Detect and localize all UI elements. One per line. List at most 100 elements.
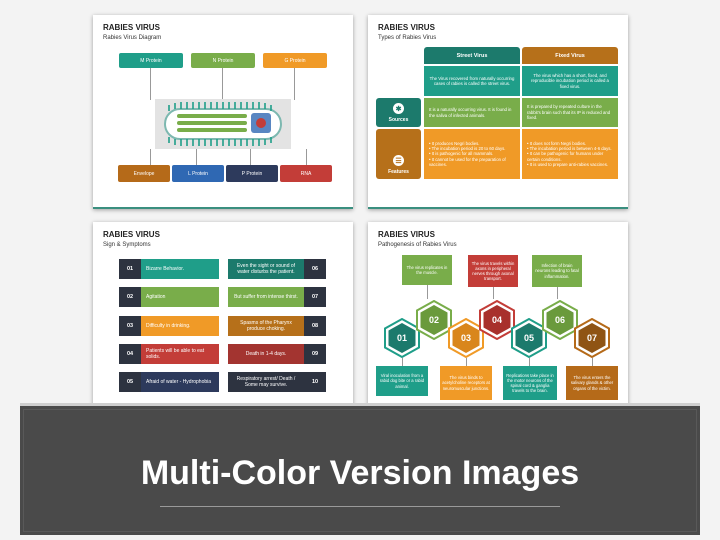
street-features-cell: It produces Negri bodies. The incubation…	[424, 129, 520, 179]
step-05-text: Replications take place in the motor neu…	[503, 366, 557, 400]
symptom-text: But suffer from intense thirst.	[228, 287, 304, 307]
slide-pathogenesis[interactable]: RABIES VIRUS Pathogenesis of Rabies Viru…	[368, 222, 628, 416]
slide-subtitle: Types of Rabies Virus	[378, 35, 437, 41]
symptom-text: Afraid of water - Hydrophobia	[141, 372, 219, 392]
sources-label-text: Sources	[388, 117, 409, 123]
step-02-hexagon: 02	[414, 300, 454, 340]
connector	[222, 68, 223, 100]
fixed-virus-definition: The virus which has a short, fixed, and …	[522, 66, 618, 96]
symptom-number: 07	[304, 287, 326, 307]
fixed-feature-item: It can be pathogenic for humans under ce…	[527, 151, 613, 162]
street-feature-item: It produces Negri bodies.	[429, 141, 515, 146]
slide-rabies-diagram[interactable]: RABIES VIRUS Rabies Virus Diagram M Prot…	[93, 15, 353, 209]
features-label-text: Features	[388, 169, 409, 175]
slide-types-of-rabies[interactable]: RABIES VIRUS Types of Rabies Virus Stree…	[368, 15, 628, 209]
step-01-text: Viral inoculation from a rabid dog bite …	[376, 366, 428, 396]
fixed-sources-cell: It is prepared by repeated culture in th…	[522, 98, 618, 127]
fixed-feature-item: It does not form Negri bodies.	[527, 141, 613, 146]
symptom-number: 03	[119, 316, 141, 336]
symptom-number: 08	[304, 316, 326, 336]
symptom-number: 01	[119, 259, 141, 279]
symptom-text: Bizarre Behavior.	[141, 259, 219, 279]
step-number: 06	[554, 315, 565, 325]
banner-title: Multi-Color Version Images	[140, 454, 580, 492]
slide-subtitle: Pathogenesis of Rabies Virus	[378, 242, 457, 248]
n-protein-label: N Protein	[191, 53, 255, 68]
symptom-item: 02 Agitation	[119, 287, 219, 307]
step-01-hexagon: 01	[382, 318, 422, 358]
street-virus-header: Street Virus	[424, 47, 520, 64]
symptom-text: Even the sight or sound of water disturb…	[228, 259, 304, 279]
symptom-number: 10	[304, 372, 326, 392]
symptom-text: Difficulty in drinking.	[141, 316, 219, 336]
slide-subtitle: Rabies Virus Diagram	[103, 35, 162, 41]
symptom-text: Death in 1-4 days.	[228, 344, 304, 364]
step-03-text: The virus binds to acetylcholine recepto…	[440, 366, 492, 400]
slide-subtitle: Sign & Symptoms	[103, 242, 151, 248]
g-protein-label: G Protein	[263, 53, 327, 68]
symptom-item: But suffer from intense thirst. 07	[228, 287, 326, 307]
fixed-feature-item: The incubation period is between 4-6 day…	[527, 146, 613, 151]
slide-title: RABIES VIRUS	[103, 23, 160, 32]
step-07-text: The virus enters the salivary glands & o…	[566, 366, 618, 400]
slide-title: RABIES VIRUS	[378, 23, 435, 32]
slide-title: RABIES VIRUS	[103, 230, 160, 239]
rna-label: RNA	[280, 165, 332, 182]
street-sources-text: It is a naturally occurring virus. It is…	[429, 107, 512, 118]
banner-frame	[23, 409, 697, 532]
p-protein-label: P Protein	[226, 165, 278, 182]
slide-title: RABIES VIRUS	[378, 230, 435, 239]
connector	[196, 149, 197, 165]
virus-icon: ✱	[393, 103, 404, 114]
list-icon: ☰	[393, 155, 404, 166]
fixed-sources-text: It is prepared by repeated culture in th…	[527, 104, 611, 121]
connector	[306, 149, 307, 165]
step-number: 02	[428, 315, 439, 325]
step-number: 03	[460, 333, 471, 343]
symptom-number: 06	[304, 259, 326, 279]
symptom-text: Respiratory arrest/ Death / Some may sur…	[228, 372, 304, 392]
connector	[150, 68, 151, 100]
symptom-item: 03 Difficulty in drinking.	[119, 316, 219, 336]
street-feature-item: It cannot be used for the preparation of…	[429, 157, 515, 168]
step-number: 05	[523, 333, 534, 343]
step-04-text: The virus travels within axons in periph…	[468, 255, 518, 287]
symptom-text: Agitation	[141, 287, 219, 307]
fixed-features-cell: It does not form Negri bodies. The incub…	[522, 129, 618, 179]
symptom-number: 09	[304, 344, 326, 364]
l-protein-label: L Protein	[172, 165, 224, 182]
street-feature-item: The incubation period is 20 to 60 days.	[429, 146, 515, 151]
banner-underline	[160, 506, 560, 507]
symptom-number: 04	[119, 344, 141, 364]
step-06-hexagon: 06	[540, 300, 580, 340]
step-05-hexagon: 05	[509, 318, 549, 358]
symptom-item: Death in 1-4 days. 09	[228, 344, 326, 364]
step-number: 04	[491, 315, 502, 325]
features-row-label: ☰ Features	[376, 129, 421, 179]
step-number: 01	[396, 333, 407, 343]
step-02-text: The virus replicates in the muscle.	[402, 255, 452, 285]
symptom-text: Spasms of the Pharynx produce choking.	[228, 316, 304, 336]
symptom-item: Respiratory arrest/ Death / Some may sur…	[228, 372, 326, 392]
fixed-feature-item: It is used to prepare anti-rabies vaccin…	[527, 162, 613, 167]
step-number: 07	[586, 333, 597, 343]
symptom-item: Spasms of the Pharynx produce choking. 0…	[228, 316, 326, 336]
step-04-hexagon: 04	[477, 300, 517, 340]
symptom-item: 04 Patients will be able to eat solids.	[119, 344, 219, 364]
connector	[592, 358, 593, 366]
connector	[250, 149, 251, 165]
step-06-text: Infection of brain neurons leading to fa…	[532, 255, 582, 287]
connector	[402, 358, 403, 366]
street-virus-definition: The Virus recovered from naturally occur…	[424, 66, 520, 96]
slide-sign-symptoms[interactable]: RABIES VIRUS Sign & Symptoms 01 Bizarre …	[93, 222, 353, 416]
connector	[294, 68, 295, 100]
symptom-item: Even the sight or sound of water disturb…	[228, 259, 326, 279]
symptom-number: 02	[119, 287, 141, 307]
envelope-label: Envelope	[118, 165, 170, 182]
street-feature-item: It is pathogenic for all mammals.	[429, 151, 515, 156]
connector	[427, 285, 428, 299]
symptom-number: 05	[119, 372, 141, 392]
symptom-item: 05 Afraid of water - Hydrophobia	[119, 372, 219, 392]
sources-row-label: ✱ Sources	[376, 98, 421, 127]
